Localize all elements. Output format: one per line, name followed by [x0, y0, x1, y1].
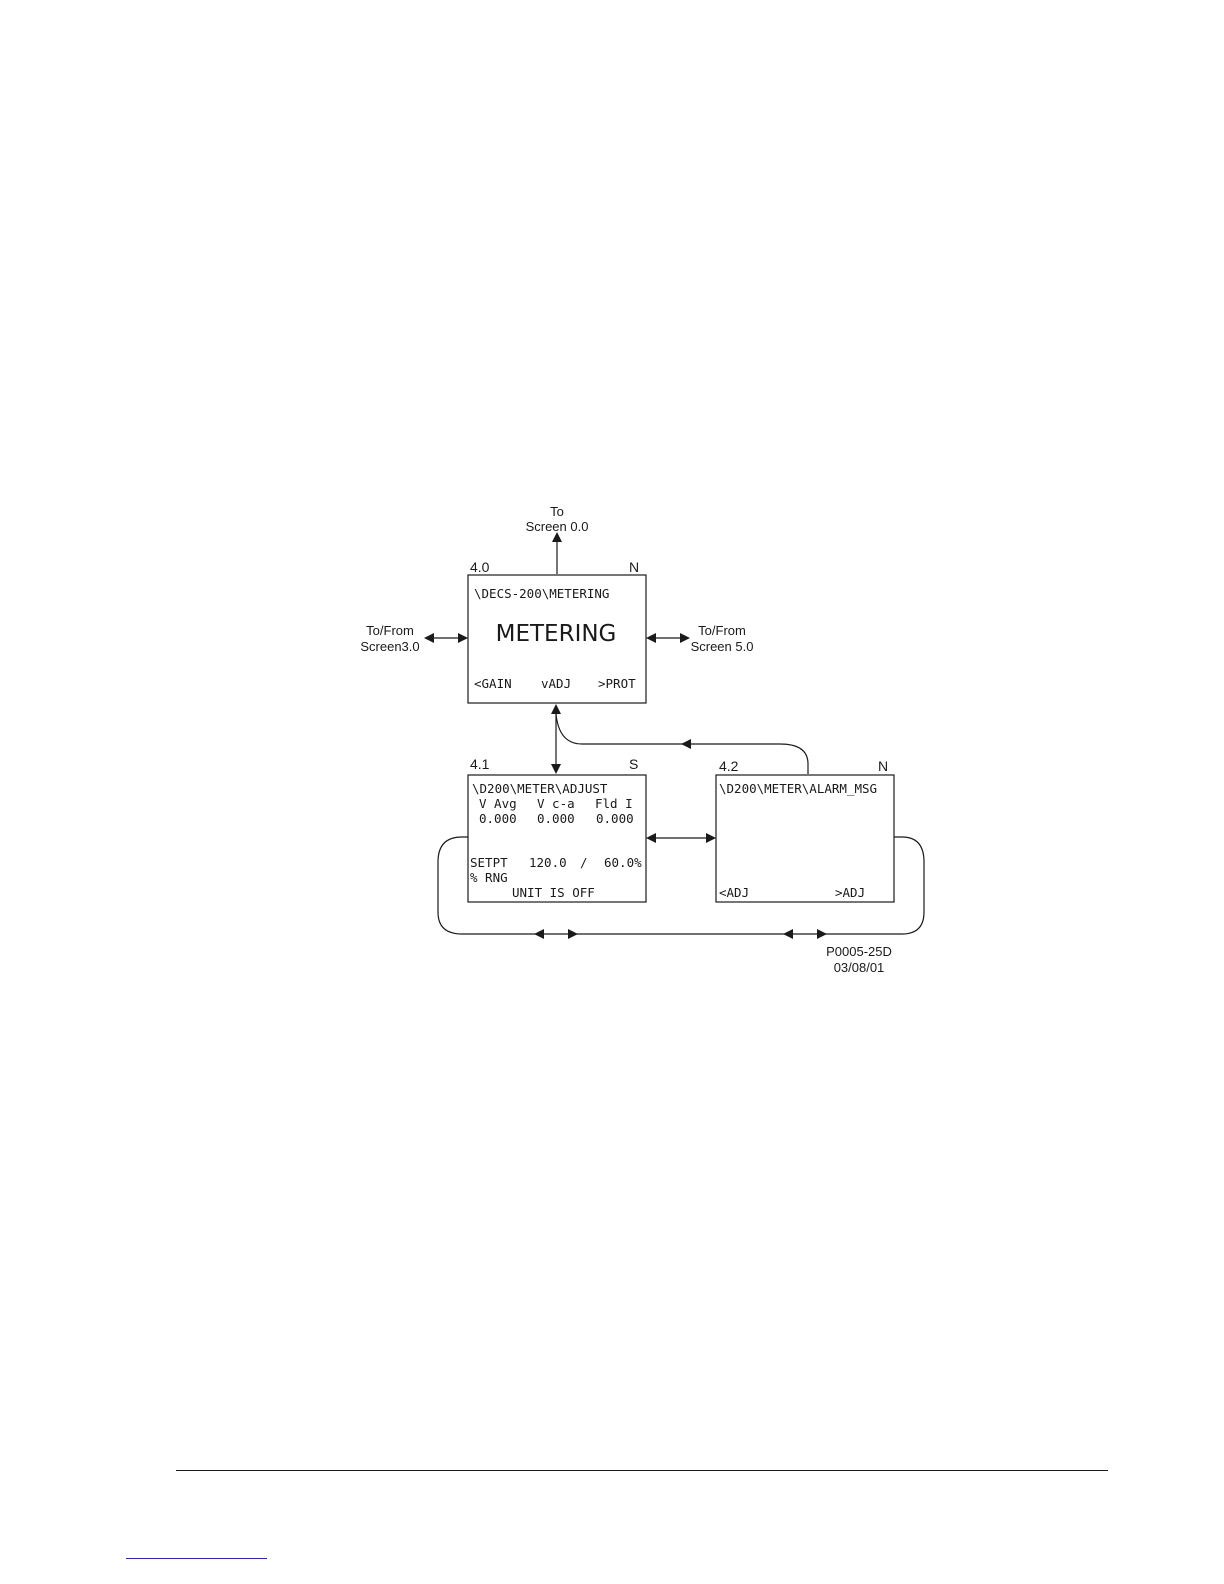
- arrowhead-4-1-top: [551, 764, 561, 774]
- screen-4-1-value-v-avg: 0.000: [479, 811, 517, 826]
- screen-4-2-path: \D200\METER\ALARM_MSG: [719, 781, 877, 796]
- figure-id-line2: 03/08/01: [834, 960, 885, 975]
- screen-4-1-number: 4.1: [470, 756, 490, 772]
- screen-4-0-nav-left: <GAIN: [474, 676, 512, 691]
- screen-4-1-rng-label: % RNG: [470, 870, 508, 885]
- arrowhead-4-2-left: [706, 833, 716, 843]
- screen-4-0-path: \DECS-200\METERING: [474, 586, 609, 601]
- screen-4-1-header-v-ca: V c-a: [537, 796, 575, 811]
- to-from-5-line2: Screen 5.0: [691, 639, 754, 654]
- screen-4-0-type: N: [629, 559, 639, 575]
- arrowhead-4-1-right: [646, 833, 656, 843]
- to-screen-0-line2: Screen 0.0: [526, 519, 589, 534]
- wrap-arrowhead-1: [534, 929, 544, 939]
- wrap-arrowhead-2: [568, 929, 578, 939]
- screen-4-0-nav-down: vADJ: [541, 676, 571, 691]
- screen-4-1-status: UNIT IS OFF: [512, 885, 595, 900]
- screen-4-1-type: S: [629, 756, 638, 772]
- screen-4-0-nav-right: >PROT: [598, 676, 636, 691]
- screen-4-2-type: N: [878, 758, 888, 774]
- screen-4-1-setpt-value: 120.0: [529, 855, 567, 870]
- arrowhead-4-0-bottom: [551, 704, 561, 714]
- footer-link-underline: [126, 1558, 267, 1559]
- screen-4-0-title: METERING: [496, 621, 617, 647]
- screen-4-1-value-v-ca: 0.000: [537, 811, 575, 826]
- arrowhead-right: [680, 633, 690, 643]
- to-from-5-line1: To/From: [698, 623, 746, 638]
- figure-id-line1: P0005-25D: [826, 944, 892, 959]
- arrowhead-right-in: [646, 633, 656, 643]
- to-from-3-line2: Screen3.0: [360, 639, 419, 654]
- arrowhead-left-in: [458, 633, 468, 643]
- screen-4-1-header-fld-i: Fld I: [595, 796, 633, 811]
- screen-4-1-value-fld-i: 0.000: [596, 811, 634, 826]
- wrap-arrowhead-3: [783, 929, 793, 939]
- screen-4-2-number: 4.2: [719, 758, 739, 774]
- screen-4-1-path: \D200\METER\ADJUST: [472, 781, 608, 796]
- screen-4-1-setpt-label: SETPT: [470, 855, 508, 870]
- screen-4-2-nav-left: <ADJ: [719, 885, 749, 900]
- arrowhead-left: [424, 633, 434, 643]
- screen-4-2-nav-right: >ADJ: [835, 885, 865, 900]
- to-from-3-line1: To/From: [366, 623, 414, 638]
- screen-4-1-header-v-avg: V Avg: [479, 796, 517, 811]
- arrowhead-return: [681, 739, 691, 749]
- screen-4-1-setpt-pct: 60.0%: [604, 855, 642, 870]
- screen-4-0-number: 4.0: [470, 559, 490, 575]
- wrap-arrowhead-4: [817, 929, 827, 939]
- footer-rule: [176, 1470, 1108, 1471]
- screen-4-1-setpt-sep: /: [580, 855, 588, 870]
- to-screen-0-line1: To: [550, 504, 564, 519]
